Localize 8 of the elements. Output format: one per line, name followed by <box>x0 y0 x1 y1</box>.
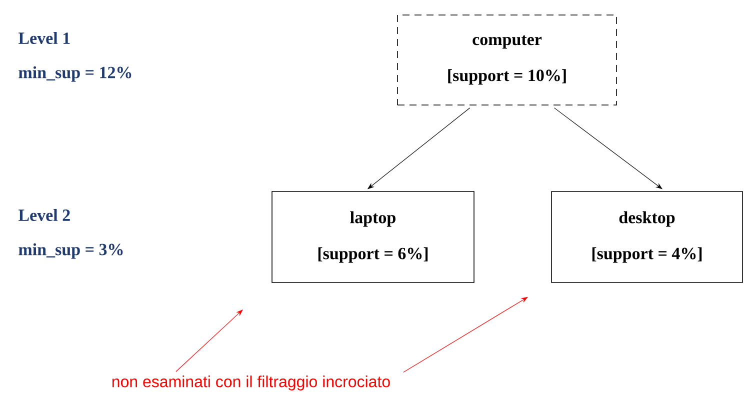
concept-box: desktop [support = 4%] <box>551 191 743 283</box>
level-label: min_sup = 3% <box>18 243 123 259</box>
concept-box: laptop [support = 6%] <box>272 191 474 283</box>
level-label: Level 1 <box>18 32 70 44</box>
note-text: non esaminati con il filtraggio incrociato <box>112 376 390 390</box>
level-label: min_sup = 12% <box>18 66 132 82</box>
concept-box: computer [support = 10%] <box>397 14 617 106</box>
level-label: Level 2 <box>18 209 70 221</box>
